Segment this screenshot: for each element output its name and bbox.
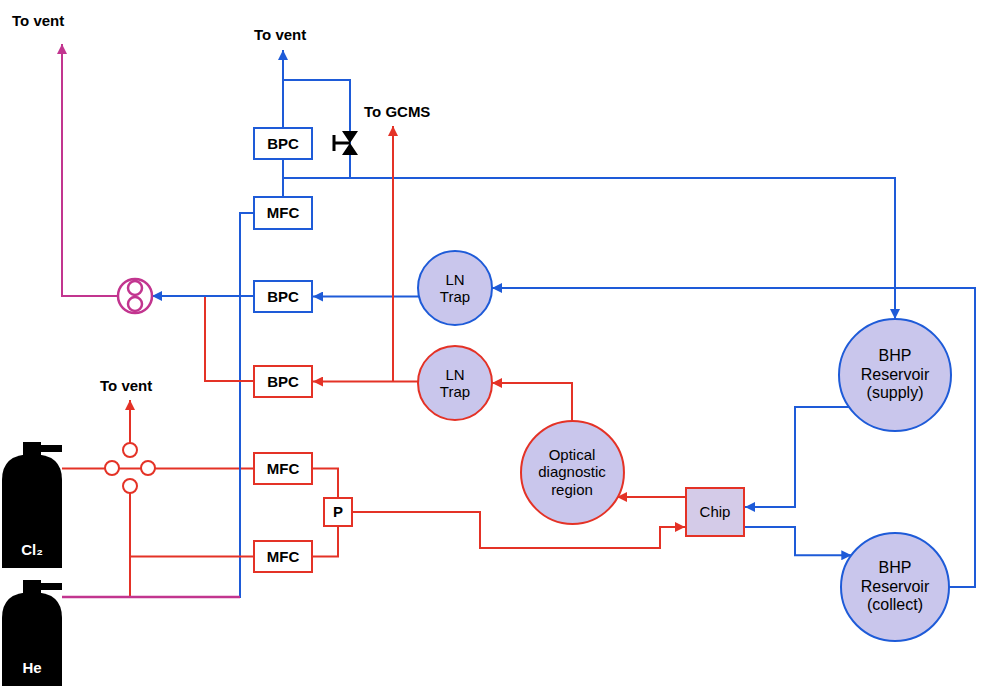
gcms-line xyxy=(392,126,394,381)
node-label: Chip xyxy=(700,503,731,520)
trap-circle: LN Trap xyxy=(417,250,493,326)
text-holder: Optical diagnostic region xyxy=(520,420,625,525)
node-label: BPC xyxy=(267,135,299,152)
flow-line xyxy=(353,512,685,548)
flow-line xyxy=(313,296,419,298)
node-label: LN Trap xyxy=(433,271,478,306)
text-holder: BHP Reservoir (supply) xyxy=(838,318,952,432)
node-label: BPC xyxy=(267,288,299,305)
text-holder: Cl₂ xyxy=(2,440,62,568)
node-label: P xyxy=(333,503,343,520)
text-holder: Chip xyxy=(685,487,745,537)
chip-box: Chip xyxy=(685,487,745,537)
node-label: Optical diagnostic region xyxy=(531,446,613,498)
outlet-label: To vent xyxy=(10,12,66,29)
text-holder: MFC xyxy=(253,540,313,573)
outlet-label: To vent xyxy=(98,377,154,394)
flow-line xyxy=(62,213,253,597)
reservoir-circle: BHP Reservoir (supply) xyxy=(838,318,952,432)
node-label: BPC xyxy=(267,373,299,390)
flow-line xyxy=(62,468,253,470)
controller-box: BPC xyxy=(253,280,313,313)
node-label: BHP Reservoir (supply) xyxy=(854,347,936,402)
controller-box: MFC xyxy=(253,196,313,230)
controller-box: BPC xyxy=(253,365,313,398)
flow-line xyxy=(617,496,685,498)
gas-cylinder: He xyxy=(2,578,62,686)
text-holder: LN Trap xyxy=(417,345,493,421)
cross-valve xyxy=(105,443,155,493)
node-label: MFC xyxy=(267,460,300,477)
flow-line xyxy=(745,527,851,555)
text-holder: BHP Reservoir (collect) xyxy=(840,532,950,642)
pump-inlet-line xyxy=(152,295,253,297)
diagnostic-circle: Optical diagnostic region xyxy=(520,420,625,525)
text-holder: MFC xyxy=(253,196,313,230)
text-holder: He xyxy=(2,578,62,686)
text-holder: BPC xyxy=(253,365,313,398)
pump-exhaust-line xyxy=(62,44,119,296)
purge-line xyxy=(129,493,131,556)
text-holder: MFC xyxy=(253,452,313,485)
node-label: He xyxy=(22,659,41,676)
outlet-label: To vent xyxy=(252,26,308,43)
flow-line xyxy=(313,469,338,498)
flow-line xyxy=(313,381,418,383)
node-label: MFC xyxy=(267,548,300,565)
text-holder: P xyxy=(323,497,353,527)
vacuum-pump xyxy=(118,279,152,313)
trap-circle: LN Trap xyxy=(417,345,493,421)
vent-line xyxy=(282,50,284,127)
controller-box: MFC xyxy=(253,452,313,485)
pressure-box: P xyxy=(323,497,353,527)
outlet-label: To GCMS xyxy=(362,103,432,120)
node-label: Cl₂ xyxy=(21,541,43,558)
helium-line xyxy=(62,596,240,599)
vent-line xyxy=(129,400,131,443)
node-label: BHP Reservoir (collect) xyxy=(854,559,936,614)
node-label: LN Trap xyxy=(433,366,478,401)
bypass-valve xyxy=(334,131,358,155)
flow-line xyxy=(283,178,895,319)
flow-line xyxy=(745,407,849,507)
reservoir-circle: BHP Reservoir (collect) xyxy=(840,532,950,642)
gas-cylinder: Cl₂ xyxy=(2,440,62,568)
flow-line xyxy=(492,383,572,421)
controller-box: MFC xyxy=(253,540,313,573)
text-holder: BPC xyxy=(253,127,313,160)
controller-box: BPC xyxy=(253,127,313,160)
flow-line xyxy=(313,527,338,557)
node-label: MFC xyxy=(267,204,300,221)
text-holder: BPC xyxy=(253,280,313,313)
text-holder: LN Trap xyxy=(417,250,493,326)
pump-inlet-line xyxy=(205,297,253,381)
flow-line xyxy=(62,557,253,598)
